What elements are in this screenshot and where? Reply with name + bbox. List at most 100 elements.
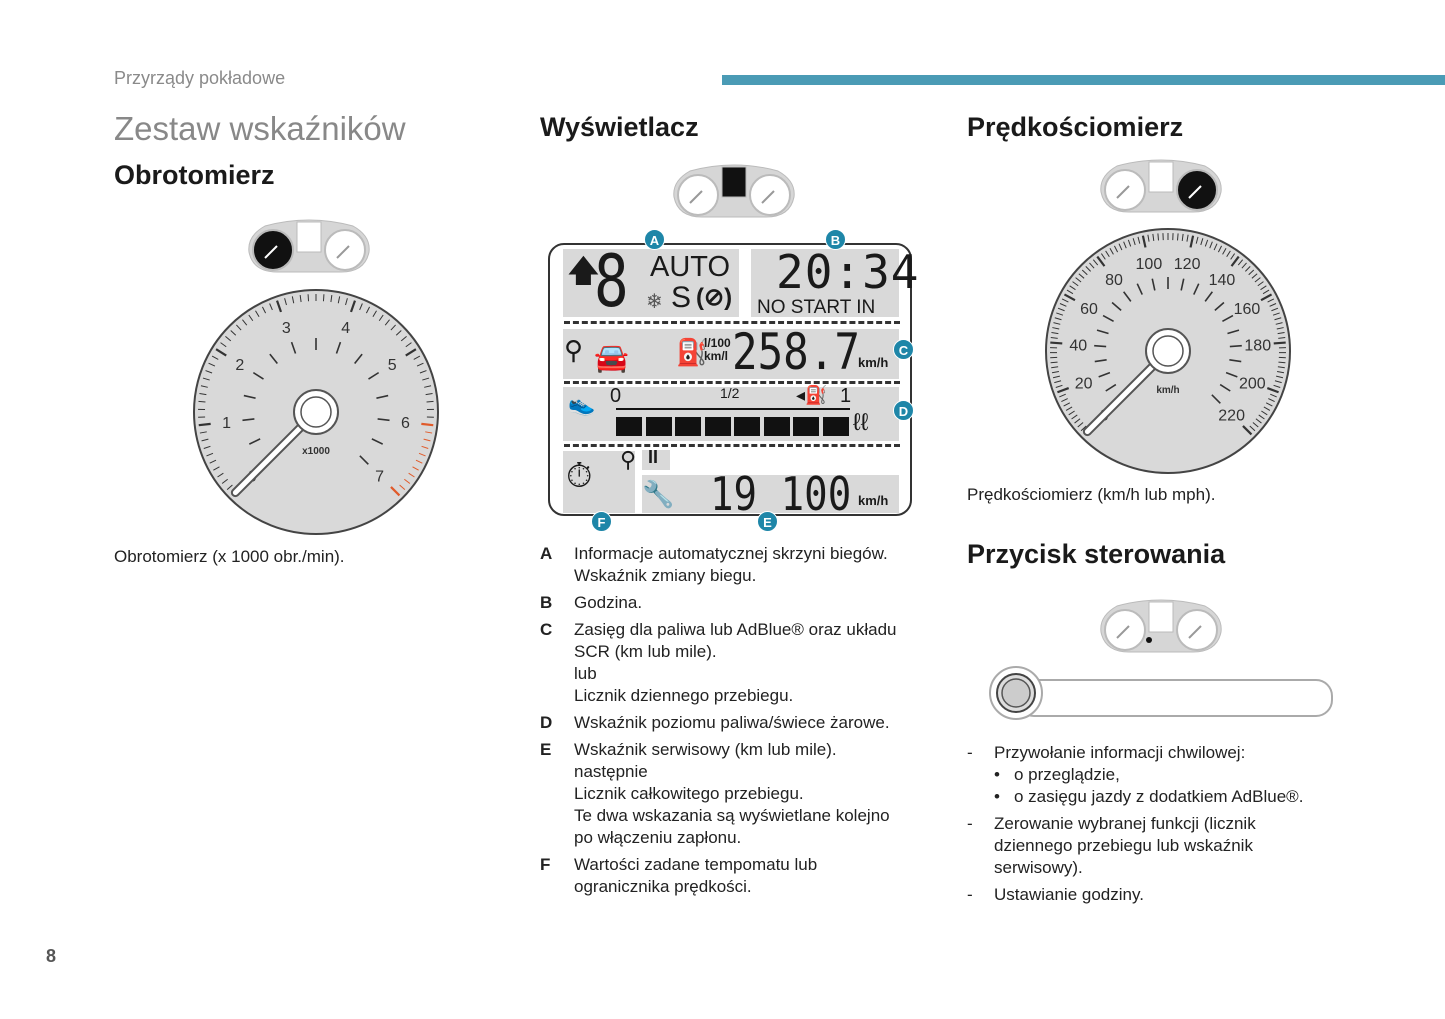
gauge-tick bbox=[275, 300, 283, 313]
gauge-tick bbox=[1248, 269, 1255, 276]
odometer-unit: km/h bbox=[858, 493, 889, 508]
fuel-segment bbox=[734, 417, 760, 436]
auto-label: AUTO bbox=[650, 251, 731, 283]
gauge-tick bbox=[1059, 303, 1067, 307]
speedometer-gauge: 020406080100120140160180200220km/h bbox=[1045, 228, 1291, 474]
gauge-tick bbox=[1266, 387, 1279, 394]
gauge-tick bbox=[1055, 384, 1063, 388]
gauge-tick bbox=[1245, 266, 1251, 272]
gauge-tick bbox=[1213, 243, 1218, 251]
gauge-tick bbox=[225, 335, 232, 342]
function-subitem: o zasięgu jazdy z dodatkiem AdBlue®. bbox=[1014, 787, 1304, 806]
fuel-segment bbox=[704, 417, 731, 436]
gauge-tick bbox=[201, 438, 209, 442]
function-item: -Przywołanie informacji chwilowej:•o prz… bbox=[967, 742, 1387, 808]
header-accent-bar bbox=[722, 75, 1445, 85]
gauge-inner-tick bbox=[243, 394, 256, 399]
fuel-segment bbox=[675, 417, 701, 436]
gauge-tick bbox=[1265, 402, 1273, 407]
gauge-inner-tick bbox=[376, 394, 389, 399]
gauge-inner-tick bbox=[1211, 394, 1221, 404]
gauge-tick bbox=[200, 385, 208, 388]
gauge-tick bbox=[1242, 425, 1253, 436]
gauge-inner-tick bbox=[1229, 344, 1242, 348]
gauge-tick bbox=[408, 472, 415, 478]
function-item: -Ustawianie godziny. bbox=[967, 884, 1387, 906]
gauge-tick bbox=[1074, 418, 1081, 424]
gauge-tick bbox=[1072, 281, 1079, 287]
gauge-tick bbox=[1052, 327, 1060, 330]
tachometer-heading: Obrotomierz bbox=[114, 160, 275, 190]
cluster-icon-button-highlight bbox=[1100, 599, 1222, 653]
bullet-icon: • bbox=[994, 765, 1000, 784]
gauge-tick bbox=[1061, 398, 1068, 402]
gauge-tick bbox=[1059, 393, 1066, 398]
gauge-tick bbox=[1066, 289, 1074, 295]
gauge-tick bbox=[1057, 307, 1065, 312]
page-title: Zestaw wskaźników bbox=[114, 110, 406, 147]
legend-text: Wskaźnik zmiany biegu. bbox=[574, 566, 757, 585]
fuel-segment bbox=[645, 417, 672, 436]
gauge-inner-tick bbox=[1096, 329, 1109, 335]
callout-badge-c: C bbox=[893, 339, 914, 360]
gauge-label: 160 bbox=[1234, 301, 1261, 318]
gauge-tick bbox=[365, 306, 371, 314]
gauge-tick bbox=[1075, 277, 1082, 283]
gauge-tick bbox=[349, 300, 357, 313]
gauge-tick bbox=[1181, 233, 1184, 241]
legend-text: Te dwa wskazania są wyświetlane kolejno bbox=[574, 806, 890, 825]
gauge-inner-tick bbox=[1193, 283, 1200, 295]
gauge-tick bbox=[400, 335, 407, 342]
control-button-list: -Przywołanie informacji chwilowej:•o prz… bbox=[967, 742, 1387, 911]
gauge-tick bbox=[1200, 238, 1204, 246]
fuel-segment bbox=[793, 417, 819, 436]
pause-indicator: II bbox=[648, 447, 659, 467]
gauge-tick bbox=[1050, 337, 1058, 339]
gauge-tick bbox=[1268, 398, 1275, 402]
gauge-tick bbox=[1274, 317, 1282, 321]
gauge-inner-tick bbox=[1123, 291, 1132, 302]
callout-badge-e: E bbox=[757, 511, 778, 532]
gauge-tick bbox=[215, 348, 227, 357]
gauge-tick bbox=[1274, 380, 1282, 384]
center-display-icon bbox=[721, 166, 747, 198]
gauge-tick bbox=[1222, 248, 1227, 255]
gauge-tick bbox=[198, 422, 211, 427]
gauge-label: 4 bbox=[341, 320, 350, 337]
gauge-tick bbox=[1092, 259, 1099, 266]
gauge-tick bbox=[1054, 380, 1062, 384]
gauge-tick bbox=[208, 362, 216, 367]
gauge-inner-tick bbox=[335, 341, 342, 354]
gauge-tick bbox=[217, 472, 224, 478]
function-subitem: o przeglądzie, bbox=[1014, 765, 1120, 784]
gauge-tick bbox=[1273, 384, 1281, 388]
legend-text: ogranicznika prędkości. bbox=[574, 877, 752, 896]
gauge-tick bbox=[1257, 281, 1264, 287]
display-heading: Wyświetlacz bbox=[540, 112, 699, 142]
gauge-tick bbox=[1195, 236, 1199, 244]
gauge-tick bbox=[345, 298, 348, 306]
gauge-tick bbox=[421, 445, 429, 449]
legend-text: Zasięg dla paliwa lub AdBlue® oraz układ… bbox=[574, 620, 897, 639]
gauge-tick bbox=[425, 431, 433, 434]
gauge-tick bbox=[1113, 245, 1119, 253]
legend-text: następnie bbox=[574, 762, 648, 781]
gauge-tick bbox=[1278, 361, 1286, 364]
callout-badge-b: B bbox=[825, 229, 846, 250]
control-button-illustration[interactable] bbox=[988, 664, 1338, 722]
gauge-label: 180 bbox=[1244, 338, 1271, 355]
gauge-tick bbox=[1127, 239, 1132, 247]
gauge-tick bbox=[378, 314, 384, 322]
gauge-tick bbox=[1063, 402, 1071, 407]
speedometer-heading: Prędkościomierz bbox=[967, 112, 1184, 142]
gauge-tick bbox=[1078, 273, 1085, 279]
gauge-tick bbox=[405, 342, 412, 348]
gauge-tick bbox=[1204, 239, 1209, 247]
gauge-tick bbox=[1209, 241, 1213, 249]
gauge-tick bbox=[1089, 262, 1095, 269]
dash-marker: - bbox=[967, 814, 973, 833]
gauge-tick bbox=[1132, 238, 1136, 246]
